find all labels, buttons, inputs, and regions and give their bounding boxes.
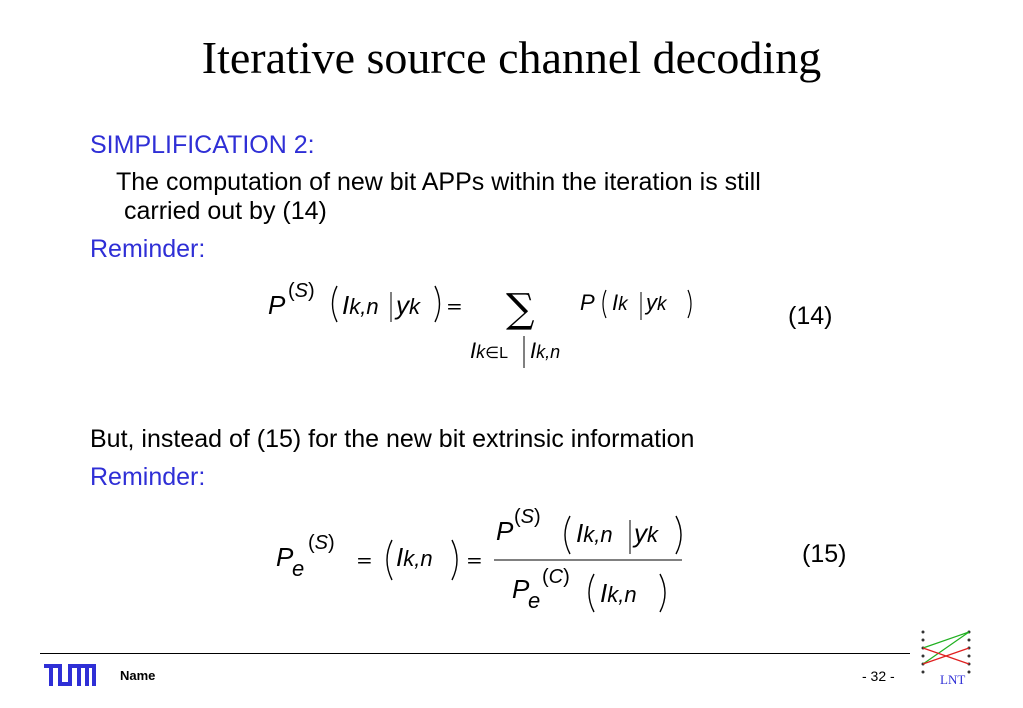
eq15-num-k: k <box>647 522 658 547</box>
simplification-heading: SIMPLIFICATION 2: <box>90 131 315 159</box>
page-number: - 32 - <box>862 668 895 684</box>
eq15-num-arg: k,n <box>583 522 613 547</box>
body-text-line-2: carried out by (14) <box>124 197 327 225</box>
eq15-num-s: S <box>520 506 535 528</box>
eq15-s: S <box>314 532 329 554</box>
equation-14-number: (14) <box>788 302 833 330</box>
equation-14-brackets: ∑ <box>331 285 692 368</box>
eq15-lhs-arg: k,n <box>403 546 433 571</box>
eq14-s: S <box>294 280 309 302</box>
eq15-equals-1: = <box>356 548 373 572</box>
reminder-label-2: Reminder: <box>90 463 206 491</box>
eq14-k: k <box>409 294 420 319</box>
eq15-e: e <box>292 556 305 581</box>
eq15-den-c: C <box>548 566 564 588</box>
tum-logo <box>44 664 96 686</box>
eq15-den-e: e <box>528 588 541 613</box>
summation-symbol: ∑ <box>506 286 535 332</box>
eq14-lhs-arg: k,n <box>349 294 379 319</box>
equation-14: ∑ P (S) Ik,n yk = Ik∈L Ik,n P Ik yk <box>268 280 692 368</box>
eq14-p: P <box>268 290 286 320</box>
eq14-equals: = <box>446 294 463 318</box>
eq14-rhs-p: P <box>580 290 595 315</box>
eq15-den-p: P <box>512 574 530 604</box>
body-text-line-1: The computation of new bit APPs within t… <box>116 168 761 196</box>
eq14-sum-sub: ∈L <box>485 345 508 362</box>
eq15-p: P <box>276 542 294 572</box>
eq15-equals-2: = <box>466 548 483 572</box>
eq15-num-p: P <box>496 516 514 546</box>
lnt-logo-text: LNT <box>940 672 966 687</box>
eq15-num-y: y <box>634 518 647 548</box>
footer-name: Name <box>120 668 156 683</box>
body-text-line-3: But, instead of (15) for the new bit ext… <box>90 425 695 453</box>
lnt-logo-graphic <box>921 630 971 674</box>
reminder-label-1: Reminder: <box>90 235 206 263</box>
eq14-sum-arg: k,n <box>536 342 561 362</box>
eq14-y: y <box>396 290 409 320</box>
slide-title: Iterative source channel decoding <box>201 32 822 83</box>
footer-divider <box>40 653 910 654</box>
eq15-den-arg: k,n <box>607 582 637 607</box>
equation-15-number: (15) <box>802 540 847 568</box>
